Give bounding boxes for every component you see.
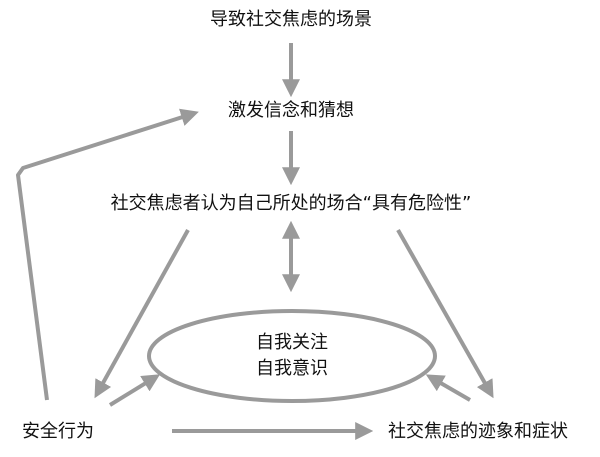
arrow-perception-to-symptoms bbox=[396, 229, 494, 399]
arrow-safety-behavior-to-self-focus bbox=[108, 374, 161, 407]
arrow-perception-to-safety-behavior bbox=[94, 229, 190, 399]
self-focus-oval bbox=[147, 309, 437, 403]
self-focus-line-consciousness: 自我意识 bbox=[256, 358, 328, 379]
node-self-focus: 自我关注 自我意识 bbox=[256, 330, 328, 382]
node-perceived-danger: 社交焦虑者认为自己所处的场合“具有危险性” bbox=[110, 193, 472, 214]
self-focus-line-attention: 自我关注 bbox=[256, 332, 328, 353]
node-beliefs-and-assumptions: 激发信念和猜想 bbox=[228, 100, 354, 121]
node-safety-behavior: 安全行为 bbox=[22, 421, 94, 442]
arrow-safety-behavior-feedback-to-thoughts bbox=[16, 108, 199, 401]
node-trigger-situation: 导致社交焦虑的场景 bbox=[210, 9, 372, 30]
arrow-symptoms-to-self-focus bbox=[425, 374, 472, 402]
node-signs-and-symptoms: 社交焦虑的迹象和症状 bbox=[388, 421, 568, 442]
